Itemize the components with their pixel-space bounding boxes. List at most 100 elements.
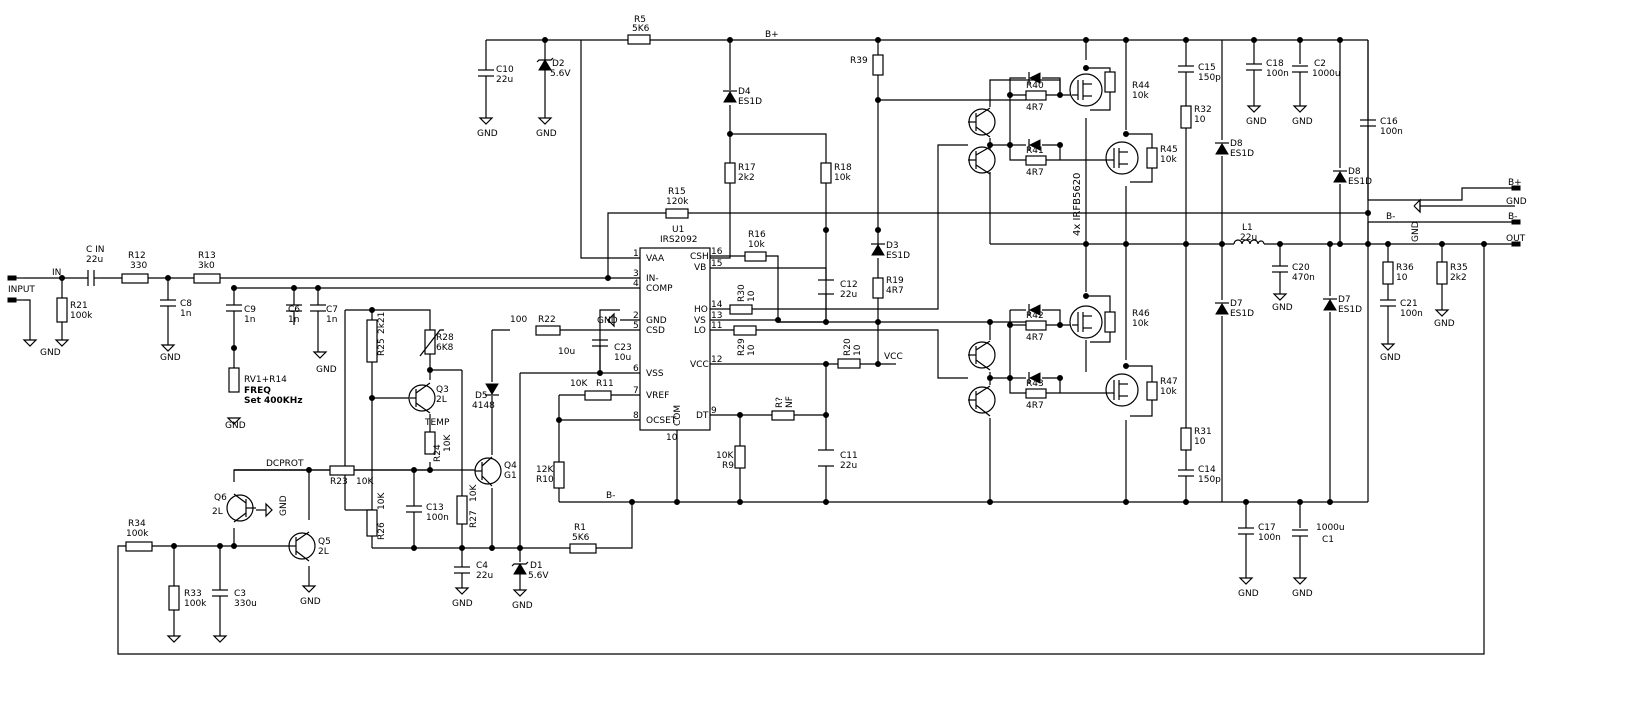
label-gnd-1: GND [477,129,498,139]
label-in: IN [52,268,61,278]
label-gnd-c17: GND [1238,589,1259,599]
label-gnd-c7: GND [316,365,337,375]
label-d5-ref: D5 [475,391,488,401]
label-c13-val: 100n [426,513,449,523]
label-gnd-in1: GND [40,348,61,358]
label-gnd-c18: GND [1246,117,1267,127]
label-c3-val: 330u [234,599,257,609]
label-r45-ref: R45 [1160,145,1178,155]
label-c18-ref: C18 [1266,59,1284,69]
label-r18-val: 10k [834,173,851,183]
label-r24-ref: R24 [433,444,443,462]
label-freq: FREQ [244,386,271,396]
transistor-q3 [408,382,436,414]
label-c8-ref: C8 [180,299,192,309]
pin-com: COM [673,405,683,426]
label-c11-ref: C11 [840,451,858,461]
inductor-l1 [1233,239,1265,245]
label-r33-ref: R33 [184,589,202,599]
label-r11-val: 10K [570,379,588,389]
pin-num: 6 [633,364,639,374]
resistor-r34 [125,541,153,552]
ic-u1: U1 IRS2092 VAA IN- COMP GND CSD VSS VREF… [633,225,723,443]
connectors [7,185,1521,365]
label-r10-ref: R10 [536,475,554,485]
label-r23-val: 10K [356,477,374,487]
label-r35-val: 2k2 [1450,273,1467,283]
label-c1-ref: C1 [1322,535,1334,545]
mosfet-4 [1105,373,1139,407]
label-gnd-u1: GND [597,316,618,326]
label-r22-ref: R22 [538,315,556,325]
label-l1-val: 22u [1240,233,1257,243]
resistor-r23 [329,465,355,476]
resistor-r44 [1104,71,1116,93]
diode-d1 [511,561,529,590]
label-r29: R29 [737,338,747,356]
cap-c6 [286,304,302,325]
resistor-r41 [1025,155,1047,166]
label-gnd-q6: GND [279,495,289,516]
pin-num: 11 [711,321,722,331]
label-r45-val: 10k [1160,155,1177,165]
label-r28-ref: R28 [436,333,454,343]
label-r17-val: 2k2 [738,173,755,183]
cap-c7 [310,304,326,325]
label-r47-ref: R47 [1160,377,1178,387]
label-r43-val: 4R7 [1026,401,1044,411]
label-q3-ref: Q3 [436,385,449,395]
label-r26-ref: R26 [377,522,387,540]
diode-d7a [1215,302,1229,315]
pin-num: 3 [633,269,639,279]
label-r20-val: 10 [853,344,863,356]
label-d8a-val: ES1D [1230,149,1254,159]
resistor-r9 [734,445,746,469]
pin-ho: HO [694,305,708,315]
pin-gnd: GND [646,316,667,326]
label-d7a-val: ES1D [1230,309,1254,319]
label-c9-ref: C9 [244,305,256,315]
label-r12-val: 330 [130,261,147,271]
label-l1-ref: L1 [1242,223,1253,233]
label-r1-val: 5K6 [572,533,590,543]
pin-vb: VB [694,263,706,273]
capacitors [87,63,1396,606]
label-r27-ref: R27 [469,510,479,528]
label-r42-val: 4R7 [1026,333,1044,343]
pin-num: 10 [666,433,678,443]
cap-c9 [226,304,242,325]
label-gnd-c1: GND [1292,589,1313,599]
pin-num: 4 [633,279,639,289]
transistor-bd139-bot [968,340,996,371]
diode-d5 [485,383,499,396]
resistor-r42 [1025,320,1047,331]
resistor-r13 [193,273,221,284]
resistor-r25 [366,319,378,363]
resistor-r16 [744,251,767,262]
label-c10-val: 22u [496,75,513,85]
labels: R5 5K6 B+ D2 5.6V C10 22u GND GND R39 D4… [8,15,1527,611]
transistor-q6 [226,493,256,523]
label-d7b-val: ES1D [1338,305,1362,315]
label-r31-ref: R31 [1194,427,1212,437]
diode-d2 [536,57,554,118]
label-r21-val: 100k [70,311,93,321]
resistor-r10 [553,461,565,489]
label-q6-val: 2L [212,507,223,517]
diode-d8b [1333,170,1347,183]
pin-num: 1 [633,249,639,259]
label-c11-val: 22u [840,461,857,471]
label-r32-val: 10 [1194,115,1206,125]
label-c21-val: 100n [1400,309,1423,319]
pin-num: 13 [711,311,722,321]
label-r11-ref: R11 [596,379,614,389]
pin-vs: VS [694,316,706,326]
resistor-r32 [1180,105,1192,129]
label-r19-val: 4R7 [886,286,904,296]
label-r33-val: 100k [184,599,207,609]
label-c20-val: 470n [1292,273,1315,283]
label-c21-ref: C21 [1400,299,1418,309]
label-bplus-out: B+ [1508,178,1522,188]
label-vcc: VCC [884,352,903,362]
label-r43-ref: R43 [1026,379,1044,389]
